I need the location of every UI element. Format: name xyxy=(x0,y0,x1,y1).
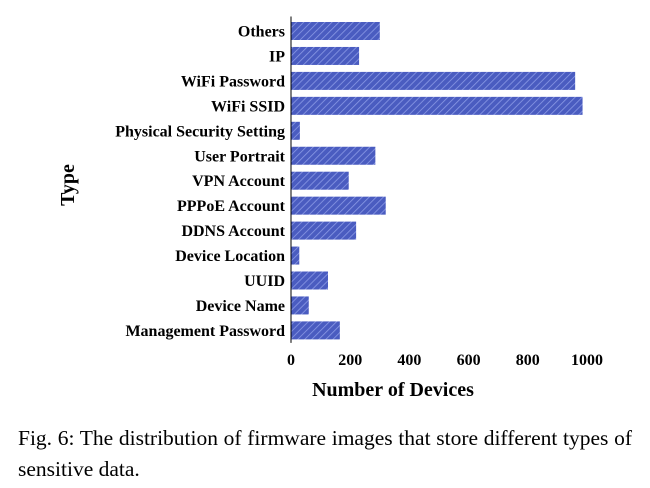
bar-physical-security-setting xyxy=(291,121,300,140)
category-label-device-name: Device Name xyxy=(196,298,285,315)
x-tick-label: 200 xyxy=(338,352,362,369)
category-label-management-password: Management Password xyxy=(125,323,285,340)
category-label-wifi-password: WiFi Password xyxy=(181,73,285,90)
category-label-device-location: Device Location xyxy=(175,248,285,265)
x-tick-label: 400 xyxy=(397,352,421,369)
bar-pppoe-account xyxy=(291,196,386,215)
category-label-others: Others xyxy=(238,24,285,41)
bar-ddns-account xyxy=(291,221,357,240)
category-label-vpn-account: VPN Account xyxy=(192,173,286,190)
bar-device-location xyxy=(291,246,300,265)
bar-user-portrait xyxy=(291,146,376,165)
bar-device-name xyxy=(291,296,309,315)
x-tick-label: 1000 xyxy=(571,352,603,369)
bars-group xyxy=(291,22,583,340)
y-axis-title: Type xyxy=(57,164,79,206)
x-tick-label: 800 xyxy=(516,352,540,369)
category-label-ip: IP xyxy=(269,48,285,65)
category-label-wifi-ssid: WiFi SSID xyxy=(211,98,285,115)
x-tick-label: 600 xyxy=(457,352,481,369)
category-label-physical-security-setting: Physical Security Setting xyxy=(115,123,285,140)
bar-ip xyxy=(291,46,360,65)
figure-caption: Fig. 6: The distribution of firmware ima… xyxy=(18,426,632,481)
bar-wifi-password xyxy=(291,71,576,90)
x-tick-labels: 0 200 400 600 800 1000 xyxy=(287,352,603,369)
category-label-uuid: UUID xyxy=(244,273,285,290)
bar-wifi-ssid xyxy=(291,96,583,115)
bar-vpn-account xyxy=(291,171,349,190)
bar-others xyxy=(291,22,380,40)
bar-uuid xyxy=(291,271,328,290)
category-label-pppoe-account: PPPoE Account xyxy=(177,198,286,215)
x-tick-label: 0 xyxy=(287,352,295,369)
x-axis-title: Number of Devices xyxy=(312,379,474,401)
category-label-user-portrait: User Portrait xyxy=(194,148,285,165)
category-label-ddns-account: DDNS Account xyxy=(181,223,285,240)
bar-management-password xyxy=(291,321,340,340)
